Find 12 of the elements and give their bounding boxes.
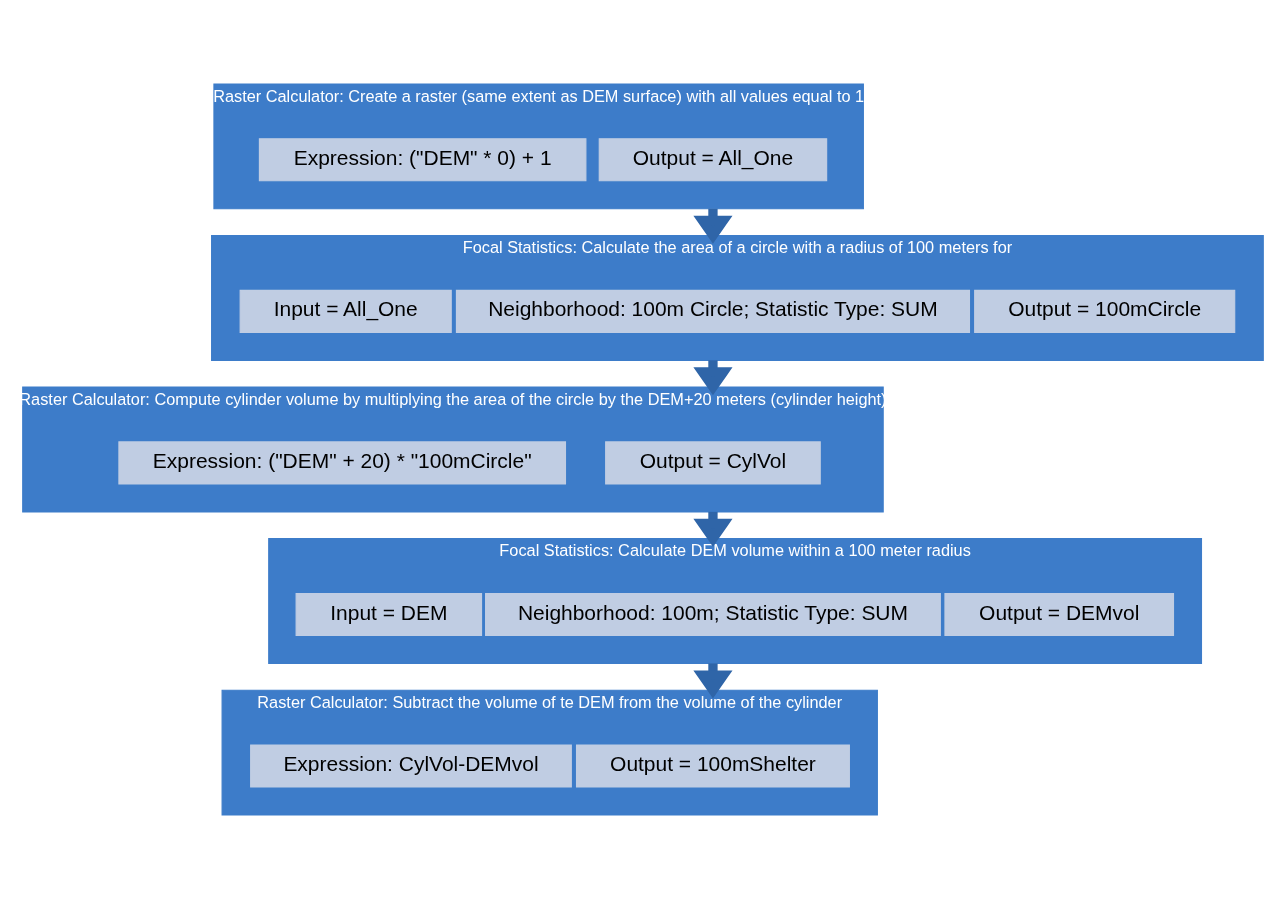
node-box: Output = 100mShelter	[575, 744, 850, 788]
node-box: Output = CylVol	[605, 441, 821, 485]
node-box: Expression: ("DEM" * 0) + 1	[258, 138, 587, 182]
node-box: Expression: CylVol-DEMvol	[250, 744, 572, 788]
node-box: Input = All_One	[239, 289, 452, 333]
node-box: Neighborhood: 100m; Statistic Type: SUM	[485, 592, 941, 637]
node-box: Output = All_One	[598, 138, 828, 182]
node-box: Output = 100mCircle	[974, 289, 1236, 333]
node-box: Expression: ("DEM" + 20) * "100mCircle"	[118, 441, 567, 485]
node-box: Neighborhood: 100m Circle; Statistic Type: SUM	[455, 289, 971, 333]
node-box: Output = DEMvol	[944, 592, 1175, 637]
node-box: Input = DEM	[295, 592, 483, 637]
